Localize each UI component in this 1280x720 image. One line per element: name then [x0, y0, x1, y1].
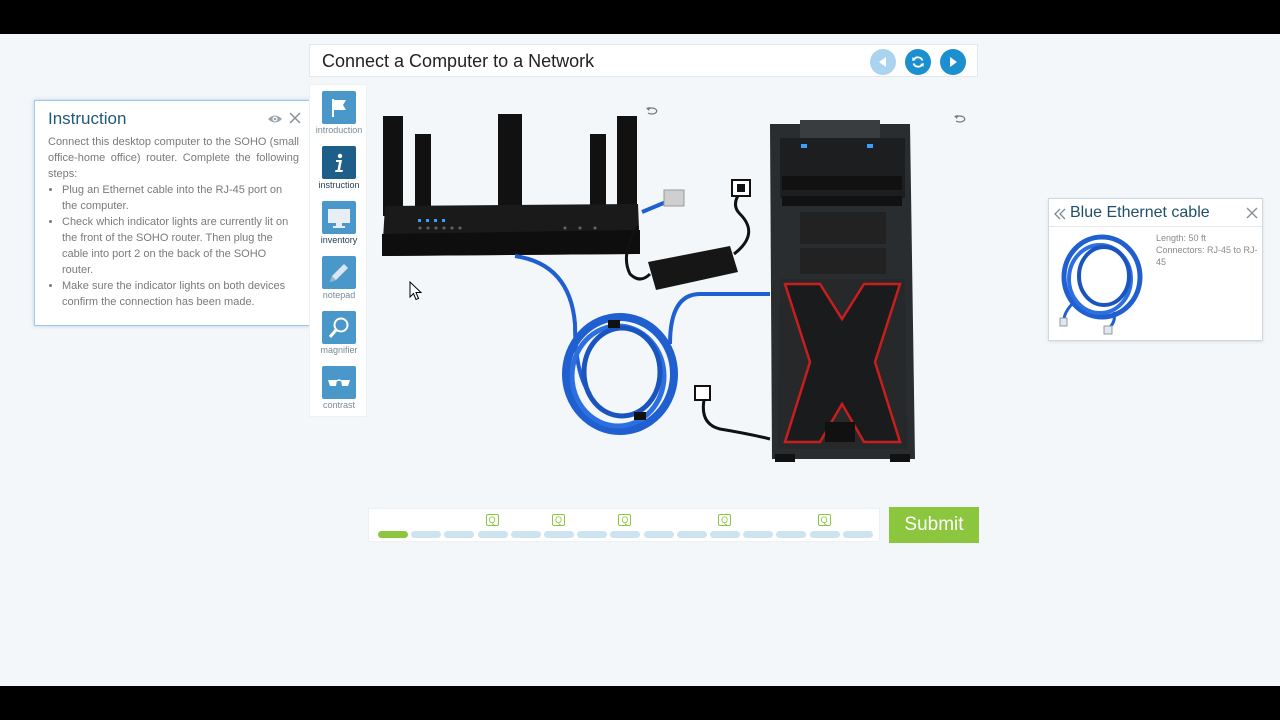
tool-sidebar: introduction instruction inventory [309, 84, 367, 417]
instruction-panel: Instruction Connect this desktop compute… [34, 100, 312, 326]
tool-label: instruction [318, 180, 360, 190]
progress-segment [444, 531, 475, 538]
eye-icon[interactable] [267, 113, 283, 125]
instruction-step: Plug an Ethernet cable into the RJ-45 po… [62, 182, 299, 214]
cable-thumbnail [1059, 234, 1143, 335]
tool-label: contrast [322, 400, 355, 410]
reset-button[interactable] [905, 49, 931, 75]
question-marker[interactable]: Q [718, 514, 731, 526]
monitor-icon [328, 208, 350, 228]
tool-contrast[interactable]: contrast [310, 360, 368, 412]
submit-button[interactable]: Submit [889, 507, 979, 543]
instruction-step: Check which indicator lights are current… [62, 214, 299, 278]
pencil-icon [330, 263, 348, 282]
progress-segment [776, 531, 807, 538]
instruction-step: Make sure the indicator lights on both d… [62, 278, 299, 310]
tool-instruction-box [322, 146, 356, 179]
instruction-body: Connect this desktop computer to the SOH… [48, 134, 299, 310]
tool-label: inventory [320, 235, 358, 245]
cable-details: Length: 50 ft Connectors: RJ-45 to RJ-45 [1156, 232, 1260, 268]
progress-segment [643, 531, 674, 538]
instruction-intro: Connect this desktop computer to the SOH… [48, 136, 299, 180]
tool-label: notepad [322, 290, 356, 300]
tool-contrast-box [322, 366, 356, 399]
divider [1049, 226, 1262, 227]
tool-inventory[interactable]: inventory [310, 195, 368, 247]
router-port-connector[interactable] [663, 189, 685, 207]
arrow-right-icon [950, 57, 957, 67]
tool-notepad-box [322, 256, 356, 289]
progress-segment [577, 531, 608, 538]
instruction-title: Instruction [48, 109, 127, 128]
progress-segment [710, 531, 740, 538]
power-adapter[interactable] [624, 179, 751, 290]
instruction-steps: Plug an Ethernet cable into the RJ-45 po… [48, 182, 299, 310]
desktop-computer[interactable] [770, 120, 915, 462]
double-chevron-left-icon[interactable] [1054, 208, 1066, 220]
cable-length: Length: 50 ft [1156, 233, 1207, 243]
arrow-left-icon [879, 57, 886, 67]
progress-segment [842, 531, 873, 538]
question-marker[interactable]: Q [618, 514, 632, 526]
mouse-cursor-icon [409, 281, 423, 301]
progress-segment [610, 531, 641, 538]
blue-ethernet-cable[interactable] [514, 254, 770, 435]
tool-introduction[interactable]: introduction [310, 85, 368, 137]
progress-segment [411, 531, 442, 538]
tool-magnifier-box [322, 311, 356, 344]
magnifier-icon [328, 317, 349, 338]
tool-magnifier[interactable]: magnifier [310, 305, 368, 357]
progress-segment [378, 531, 408, 538]
title-bar: Connect a Computer to a Network [309, 44, 978, 77]
cable-info-panel: Blue Ethernet cable Length: 50 ft Connec… [1048, 198, 1263, 341]
refresh-icon [912, 56, 924, 68]
info-icon [335, 153, 343, 172]
soho-router[interactable] [382, 114, 640, 256]
previous-button[interactable] [870, 49, 896, 75]
next-button[interactable] [940, 49, 966, 75]
question-marker[interactable]: Q [485, 514, 499, 526]
question-marker[interactable]: Q [817, 514, 831, 526]
workspace-scene [382, 107, 966, 462]
tool-notepad[interactable]: notepad [310, 250, 368, 302]
tool-introduction-box [322, 91, 356, 124]
close-icon[interactable] [288, 111, 302, 125]
progress-segment [809, 531, 840, 538]
progress-segment [544, 531, 574, 538]
progress-segment [676, 531, 707, 538]
tool-label: introduction [315, 125, 363, 135]
question-marker[interactable]: Q [552, 514, 565, 526]
tool-inventory-box [322, 201, 356, 234]
progress-segment [743, 531, 774, 538]
close-icon[interactable] [1246, 207, 1258, 219]
rotate-computer-icon[interactable] [954, 115, 966, 123]
glasses-icon [328, 378, 350, 386]
power-plug[interactable] [694, 385, 711, 401]
tool-label: magnifier [320, 345, 358, 355]
page-title: Connect a Computer to a Network [322, 51, 595, 71]
lab-stage: Connect a Computer to a Network Instruct… [0, 34, 1280, 686]
progress-segment [477, 531, 508, 538]
flag-icon [332, 98, 346, 117]
tool-instruction[interactable]: instruction [310, 140, 368, 192]
cable-panel-title: Blue Ethernet cable [1070, 204, 1210, 221]
progress-segment [510, 531, 541, 538]
rotate-router-icon[interactable] [646, 107, 658, 115]
cable-connectors: Connectors: RJ-45 to RJ-45 [1156, 245, 1258, 267]
